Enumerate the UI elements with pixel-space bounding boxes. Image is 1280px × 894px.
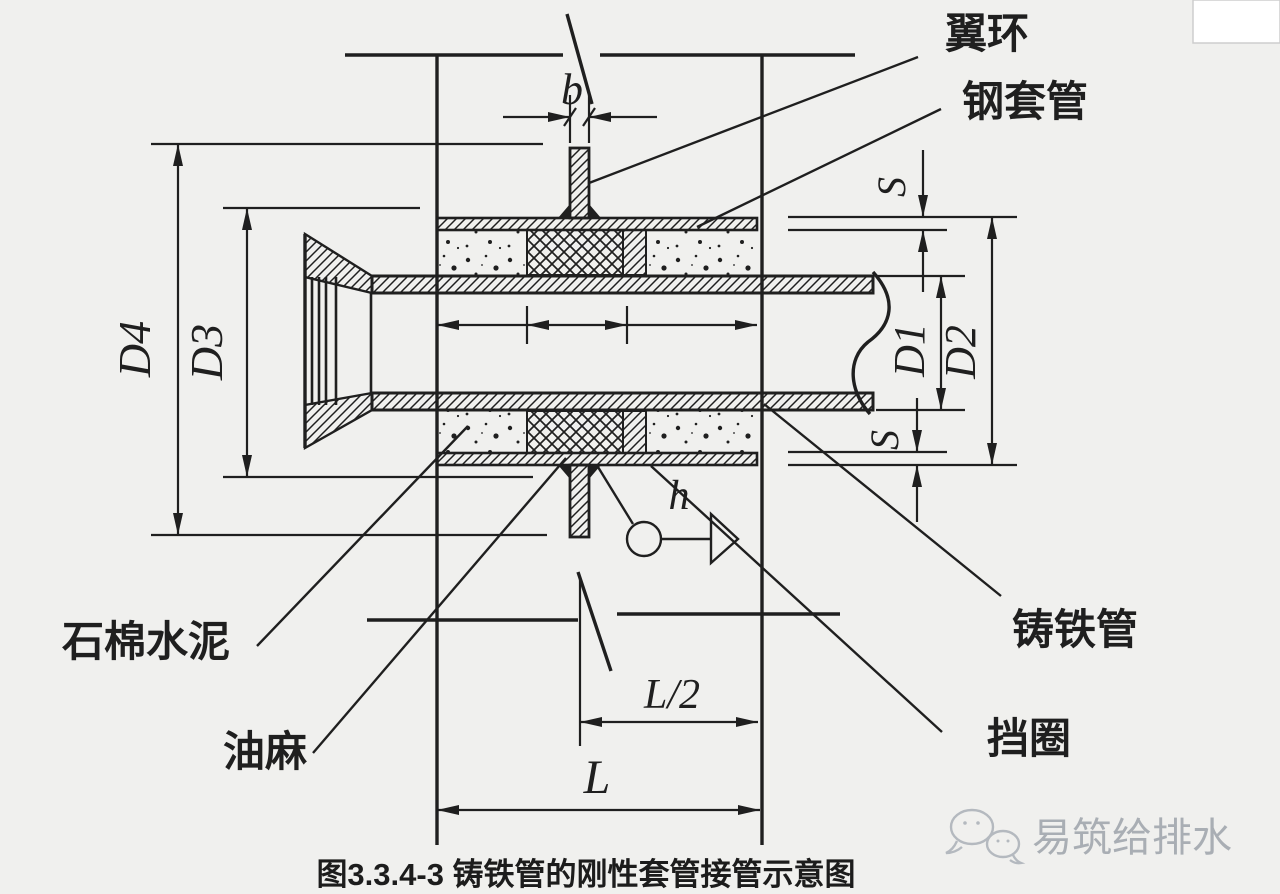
pipe-top-wall	[370, 274, 875, 295]
dim-b: b	[503, 65, 657, 143]
weld-symbol-flag	[709, 511, 740, 566]
dim-s-bottom-label: S	[862, 430, 907, 450]
dim-s-bottom: S	[862, 398, 922, 522]
dim-length: L	[437, 751, 760, 815]
wing-ring-label: 翼环	[945, 10, 1029, 57]
weld-symbol: h	[596, 466, 740, 566]
dim-d4-d3: D4 D3	[109, 142, 547, 537]
dim-s-top: S	[869, 150, 928, 292]
dim-s-top-label: S	[869, 177, 914, 197]
pipe-break-line	[851, 270, 891, 416]
dim-h-label: h	[669, 473, 690, 519]
cast-iron-pipe-leader	[763, 403, 1002, 597]
annular-filling	[437, 229, 757, 454]
asbestos-cement-leader	[256, 425, 469, 647]
retaining-ring-bottom	[622, 410, 647, 454]
right-extensions	[788, 215, 1017, 467]
corner-white-box	[1192, 0, 1280, 44]
leader-lines	[256, 55, 1002, 754]
oakum-label: 油麻	[223, 728, 307, 775]
oakum-top	[526, 229, 624, 276]
oakum-leader	[312, 457, 567, 754]
wall-top-break-mark	[565, 13, 594, 105]
cast-iron-pipe	[370, 270, 891, 416]
sleeve-bottom-band	[435, 451, 759, 467]
wing-ring	[558, 146, 601, 539]
weld-fillet-top-left	[558, 204, 570, 218]
oakum-bottom	[526, 410, 624, 454]
retaining-ring-top	[622, 229, 647, 276]
asbestos-cement-top-left	[437, 230, 527, 275]
wing-ring-top	[568, 146, 591, 220]
weld-fillet-top-right	[589, 204, 601, 218]
steel-sleeve-label: 钢套管	[962, 78, 1088, 125]
dim-half-length-label: L/2	[643, 672, 700, 718]
asbestos-cement-bottom-right	[646, 411, 757, 453]
sleeve-top-band	[435, 216, 759, 232]
retaining-ring-leader	[650, 465, 943, 733]
dim-d3-label: D3	[181, 324, 232, 381]
wing-ring-bottom	[568, 463, 591, 539]
retaining-ring-label: 挡圈	[987, 715, 1071, 762]
dim-internal-chain	[437, 306, 757, 344]
wing-ring-leader	[588, 55, 919, 185]
dim-d4-label: D4	[109, 321, 160, 378]
asbestos-cement-top-right	[646, 230, 757, 275]
watermark-text: 易筑给排水	[1032, 816, 1232, 860]
dim-b-label: b	[561, 65, 583, 114]
figure-caption: 图3.3.4-3 铸铁管的刚性套管接管示意图	[316, 857, 855, 892]
dim-length-label: L	[583, 751, 611, 804]
weld-fillet-bottom-left	[558, 465, 570, 479]
wall	[345, 13, 855, 845]
cast-iron-pipe-label: 铸铁管	[1012, 606, 1138, 653]
dim-d1-d2: D1 D2	[885, 217, 997, 465]
dim-half-length: L/2	[578, 578, 758, 746]
steel-sleeve-leader	[696, 107, 942, 229]
dim-d1-label: D1	[885, 323, 934, 378]
asbestos-cement-label: 石棉水泥	[62, 618, 230, 665]
bell-socket	[303, 231, 374, 451]
asbestos-cement-bottom-left	[437, 411, 527, 453]
watermark: 易筑给排水	[945, 808, 1232, 865]
dim-d2-label: D2	[936, 325, 985, 380]
wall-bottom-break-mark	[576, 571, 613, 672]
part-labels: 翼环 钢套管 石棉水泥 油麻 铸铁管 挡圈	[62, 10, 1138, 775]
wechat-icon	[945, 808, 1026, 865]
pipe-bottom-wall	[370, 391, 875, 412]
